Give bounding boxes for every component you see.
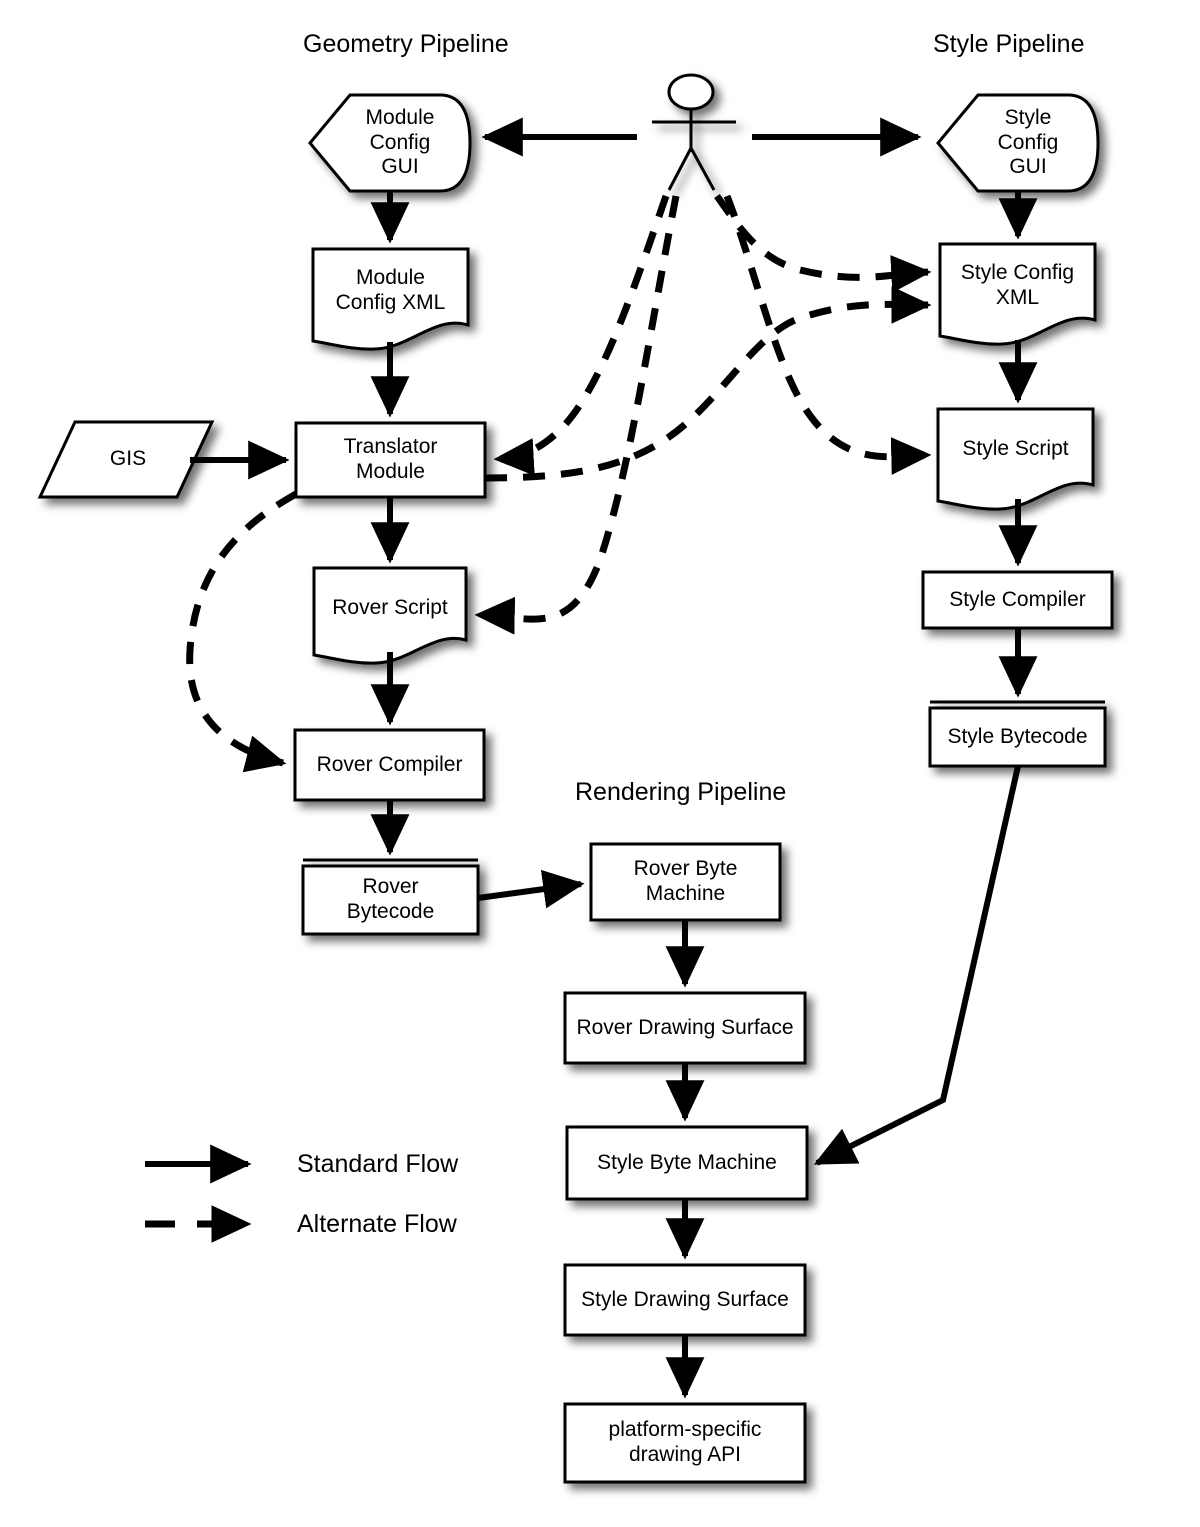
user-actor[interactable] bbox=[652, 73, 736, 191]
shape-style-compiler[interactable] bbox=[921, 570, 1114, 630]
edge-rover-bytecode-to-rover-byte-machine bbox=[477, 869, 585, 909]
shape-rover-compiler[interactable] bbox=[293, 728, 486, 802]
shape-style-config-gui[interactable] bbox=[936, 93, 1100, 193]
shape-style-drawing-surface[interactable] bbox=[563, 1263, 807, 1337]
shape-rover-byte-machine[interactable] bbox=[589, 842, 782, 922]
legend-label-standard-flow: Standard Flow bbox=[297, 1150, 459, 1178]
shape-style-config-xml[interactable] bbox=[938, 242, 1097, 346]
group-title-rendering-pipeline: Rendering Pipeline bbox=[575, 778, 787, 806]
legend-label-alternate-flow: Alternate Flow bbox=[297, 1210, 457, 1238]
edge-actor-to-translator-module-alt bbox=[493, 194, 670, 476]
shape-style-bytecode[interactable] bbox=[928, 700, 1107, 768]
shape-platform-drawing-api[interactable] bbox=[563, 1402, 807, 1484]
edge-style-bytecode-to-style-byte-machine bbox=[813, 765, 1021, 1166]
legend-graphics bbox=[145, 1144, 252, 1243]
shape-rover-script[interactable] bbox=[312, 566, 468, 665]
shape-module-config-gui[interactable] bbox=[308, 93, 472, 193]
shape-gis[interactable] bbox=[37, 420, 215, 499]
shape-rover-bytecode[interactable] bbox=[301, 858, 480, 936]
edge-actor-to-style-script-alt bbox=[723, 194, 932, 475]
group-title-geometry-pipeline: Geometry Pipeline bbox=[303, 30, 509, 58]
alternate-flow-edges bbox=[186, 194, 932, 773]
group-title-style-pipeline: Style Pipeline bbox=[933, 30, 1085, 58]
shape-module-config-xml[interactable] bbox=[311, 247, 470, 351]
shape-translator-module[interactable] bbox=[294, 421, 487, 499]
edge-translator-module-to-rover-compiler-alt bbox=[186, 490, 298, 773]
edge-actor-to-rover-script-alt bbox=[474, 195, 680, 635]
node-shapes bbox=[37, 93, 1114, 1484]
edge-actor-to-style-config-xml-alt bbox=[714, 194, 932, 293]
shape-style-script[interactable] bbox=[936, 407, 1095, 511]
standard-flow-edges bbox=[190, 117, 1038, 1399]
edge-translator-module-to-style-config-xml-alt bbox=[484, 286, 932, 482]
shape-rover-drawing-surface[interactable] bbox=[563, 991, 807, 1065]
shape-style-byte-machine[interactable] bbox=[565, 1125, 809, 1201]
